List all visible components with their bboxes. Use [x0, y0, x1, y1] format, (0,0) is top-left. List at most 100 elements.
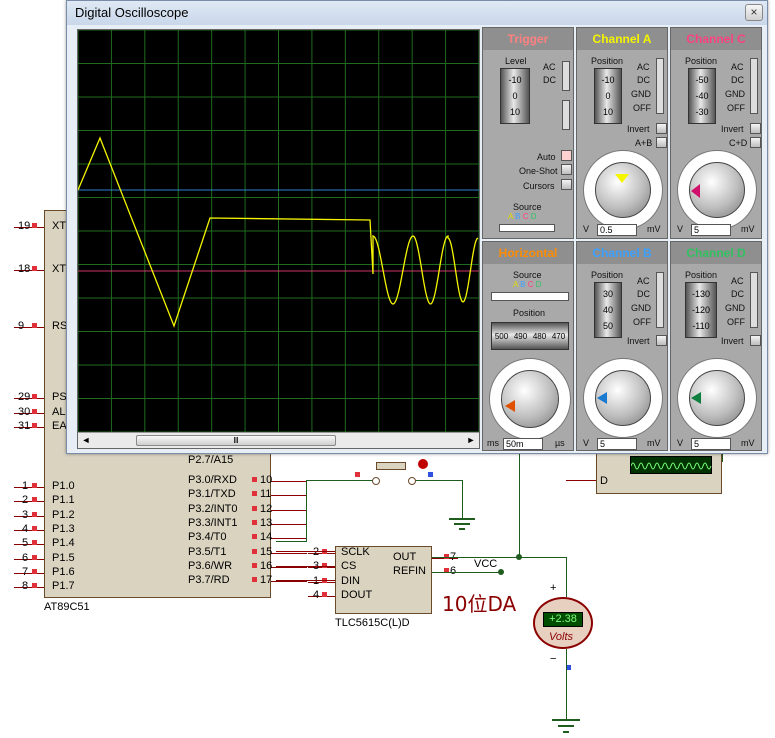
trigger-edge-switch[interactable] [562, 100, 570, 130]
channel-c-title: Channel C [671, 28, 761, 50]
pin-line [271, 509, 307, 511]
pin-label: OUT [393, 551, 417, 563]
mcu-p27-label: P2.7/A15 [188, 454, 234, 466]
wire-switch-left [306, 480, 376, 481]
trigger-title: Trigger [483, 28, 573, 50]
pin-line [14, 515, 44, 517]
pin-number: 6 [450, 565, 456, 577]
pin-number: 30 [18, 406, 31, 418]
channel-d-position-strip[interactable]: -130 -120 -110 [685, 282, 717, 338]
dac-body[interactable] [335, 546, 432, 614]
pin-number: 12 [260, 502, 273, 515]
pin-number: 4 [313, 588, 320, 601]
scroll-thumb[interactable]: Ⅲ [136, 435, 336, 446]
channel-a-coupling-switch[interactable] [656, 58, 664, 114]
channel-b-panel: Channel B Position 30 40 50 AC DC GND OF… [576, 241, 668, 451]
pin-label: AL [52, 406, 66, 418]
pin-label: P3.1/TXD [188, 488, 236, 501]
pin-line [271, 481, 307, 482]
pin-label: P1.1 [52, 494, 75, 507]
channel-b-position-strip[interactable]: 30 40 50 [594, 282, 622, 338]
horizontal-position-strip[interactable]: 500 490 480 470 [491, 322, 569, 350]
channel-c-knob[interactable] [689, 162, 745, 218]
pin-label: P1.3 [52, 522, 75, 535]
trigger-source-slider[interactable] [499, 224, 555, 232]
voltmeter-minus: − [550, 653, 557, 665]
channel-d-knob[interactable] [689, 370, 745, 426]
pin-line [14, 413, 44, 414]
pin-label: P3.5/T1 [188, 545, 227, 558]
pin-number: 4 [22, 522, 29, 535]
channel-d-title: Channel D [671, 242, 761, 264]
osc-device-d-label: D [600, 475, 608, 487]
pin-label: P3.4/T0 [188, 531, 227, 544]
pin-line [14, 427, 44, 428]
pin-number: 5 [22, 537, 29, 550]
pin-label: P1.7 [52, 580, 75, 593]
auto-button[interactable] [561, 150, 572, 161]
wire-switch-right [413, 480, 463, 481]
trigger-level-label: Level [505, 56, 527, 66]
channel-c-invert-button[interactable] [750, 123, 761, 134]
horizontal-knob[interactable] [501, 370, 559, 428]
pin-label: P3.2/INT0 [188, 502, 238, 515]
pushbutton[interactable] [376, 462, 406, 470]
pin-number: 8 [22, 580, 29, 593]
pin-line [308, 553, 335, 554]
pin-number: 14 [260, 531, 273, 544]
one-shot-button[interactable] [561, 164, 572, 175]
pin-line [308, 567, 335, 569]
channel-a-panel: Channel A Position -10 0 10 AC DC GND OF… [576, 27, 668, 239]
pin-line [271, 523, 307, 525]
channel-b-invert-button[interactable] [656, 335, 667, 346]
pin-line [308, 595, 335, 597]
channel-a-value: 0.5 [597, 224, 637, 236]
oscilloscope-window[interactable]: Digital Oscilloscope × ◄ Ⅲ ► Trigger Lev… [66, 0, 768, 454]
pin-line [271, 552, 307, 554]
channel-a-add-button[interactable] [656, 137, 667, 148]
pin-line [14, 558, 44, 560]
scope-display[interactable]: ◄ Ⅲ ► [77, 29, 480, 449]
window-titlebar[interactable]: Digital Oscilloscope [67, 1, 767, 25]
pin-label: P1.6 [52, 565, 75, 578]
channel-a-position-strip[interactable]: -10 0 10 [594, 68, 622, 124]
channel-c-position-strip[interactable]: -50 -40 -30 [688, 68, 716, 124]
channel-c-add-button[interactable] [750, 137, 761, 148]
pin-label: P3.3/INT1 [188, 516, 238, 529]
pin-number: 6 [22, 551, 29, 564]
cursors-button[interactable] [561, 179, 572, 190]
channel-b-coupling-switch[interactable] [656, 272, 664, 328]
pin-line [14, 487, 44, 488]
trigger-level-strip[interactable]: -10 0 10 [500, 68, 530, 124]
channel-b-value: 5 [597, 438, 637, 450]
trigger-coupling-switch[interactable] [562, 61, 570, 91]
pin-line [271, 566, 307, 568]
scroll-right-arrow[interactable]: ► [466, 435, 476, 445]
pin-label: DOUT [341, 588, 373, 601]
pin-number: 10 [260, 474, 273, 486]
pin-number: 16 [260, 559, 273, 572]
pin-number: 9 [18, 320, 25, 332]
ground-symbol [449, 518, 475, 520]
voltmeter-plus: + [550, 582, 557, 594]
pin-label: P1.2 [52, 508, 75, 521]
pin-line [271, 581, 307, 583]
pin-number: 19 [18, 220, 31, 232]
channel-d-invert-button[interactable] [750, 335, 761, 346]
pin-label: P1.5 [52, 551, 75, 564]
pin-label: P3.6/WR [188, 559, 233, 572]
horizontal-source-slider[interactable] [491, 292, 569, 301]
trace-channel-a [77, 136, 479, 328]
channel-c-coupling-switch[interactable] [750, 58, 758, 114]
close-button[interactable]: × [745, 4, 763, 21]
mcu-name: AT89C51 [44, 601, 90, 613]
pin-label: REFIN [393, 565, 426, 578]
wire-p34 [276, 541, 307, 542]
pin-line [308, 581, 335, 583]
scroll-left-arrow[interactable]: ◄ [81, 435, 91, 445]
channel-a-knob[interactable] [595, 162, 651, 218]
channel-d-coupling-switch[interactable] [750, 272, 758, 328]
pin-line [14, 572, 44, 574]
horizontal-scrollbar[interactable]: ◄ Ⅲ ► [78, 432, 479, 448]
channel-a-invert-button[interactable] [656, 123, 667, 134]
